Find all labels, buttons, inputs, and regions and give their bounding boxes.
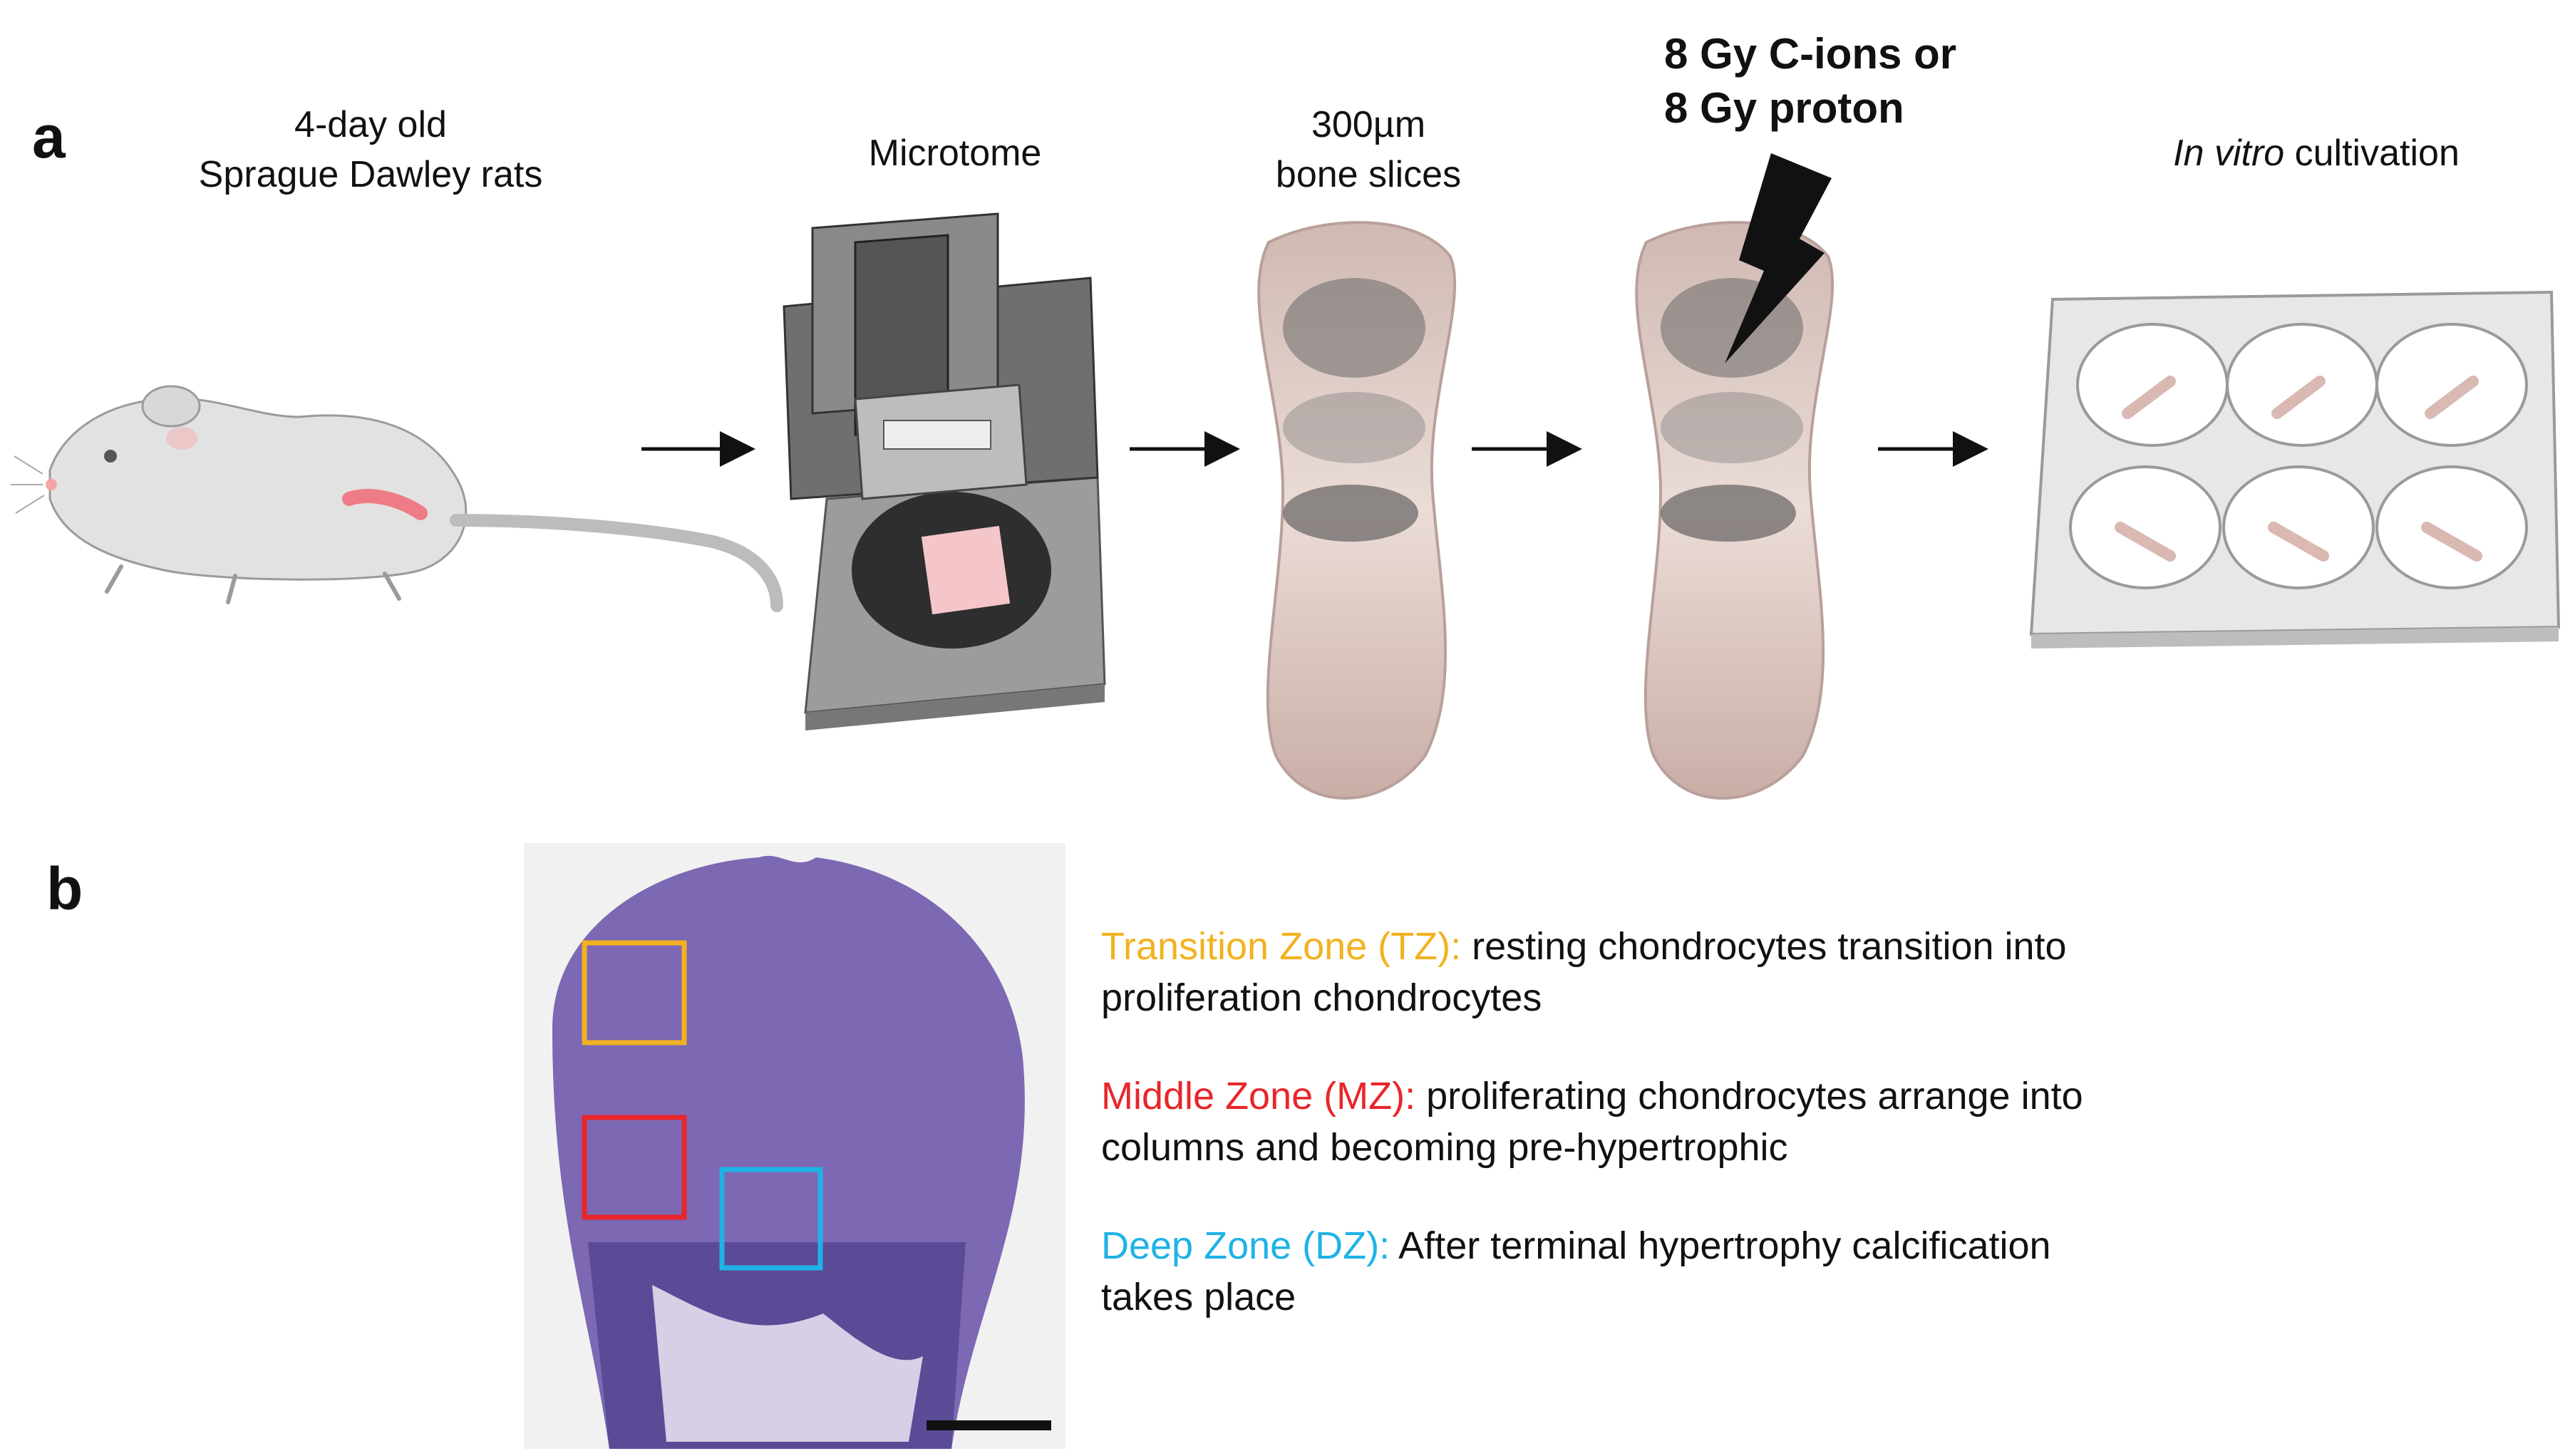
- step-label-rats: 4-day old Sprague Dawley rats: [143, 100, 599, 200]
- histology-image: [524, 843, 1065, 1449]
- zone-description-tz: Transition Zone (TZ): resting chondrocyt…: [1101, 921, 2241, 1023]
- zone-name: Deep Zone (DZ):: [1101, 1224, 1390, 1267]
- microtome-illustration: [783, 212, 1106, 730]
- step-label-line1: Microtome: [868, 133, 1042, 174]
- panel-a-illustrations: [11, 153, 2561, 800]
- panel-letter-a: a: [32, 103, 66, 170]
- zone-desc: takes place: [1101, 1276, 1296, 1318]
- bone-slice-irradiated: [1635, 153, 1835, 800]
- rat-illustration: [11, 385, 783, 612]
- zone-name: Middle Zone (MZ):: [1101, 1075, 1416, 1117]
- zone-description-dz: Deep Zone (DZ): After terminal hypertrop…: [1101, 1220, 2241, 1323]
- step-label-irradiation: 8 Gy C-ions or 8 Gy proton: [1664, 27, 2163, 135]
- step-label-line2: Sprague Dawley rats: [198, 154, 543, 195]
- zone-description-mz: Middle Zone (MZ): proliferating chondroc…: [1101, 1070, 2241, 1173]
- zone-desc: columns and becoming pre-hypertrophic: [1101, 1126, 1788, 1169]
- zone-desc: proliferating chondrocytes arrange into: [1415, 1075, 2083, 1117]
- zone-desc: resting chondrocytes transition into: [1461, 925, 2067, 968]
- step-label-rest: cultivation: [2284, 133, 2460, 174]
- zone-desc: After terminal hypertrophy calcification: [1390, 1224, 2051, 1267]
- step-label-microtome: Microtome: [784, 128, 1126, 178]
- scale-bar: [927, 1420, 1051, 1430]
- step-label-line2: 8 Gy proton: [1664, 84, 1904, 132]
- well-plate-illustration: [2029, 290, 2561, 649]
- zone-name: Transition Zone (TZ):: [1101, 925, 1462, 968]
- panel-letter-b: b: [46, 855, 83, 922]
- step-label-line2: bone slices: [1275, 154, 1462, 195]
- step-label-italic: In vitro: [2173, 133, 2285, 174]
- zone-box-tz: [582, 940, 687, 1045]
- step-label-cultivation: In vitro cultivation: [2095, 128, 2537, 178]
- zone-desc: proliferation chondrocytes: [1101, 976, 1542, 1019]
- step-label-line1: 4-day old: [294, 104, 447, 145]
- step-label-line1: 8 Gy C-ions or: [1664, 30, 1957, 78]
- zone-box-dz: [719, 1167, 823, 1271]
- step-label-slices: 300µm bone slices: [1197, 100, 1539, 200]
- zone-box-mz: [582, 1115, 687, 1220]
- bone-slice: [1257, 221, 1457, 800]
- lightning-bolt-icon: [1725, 153, 1832, 363]
- step-label-line1: 300µm: [1311, 104, 1426, 145]
